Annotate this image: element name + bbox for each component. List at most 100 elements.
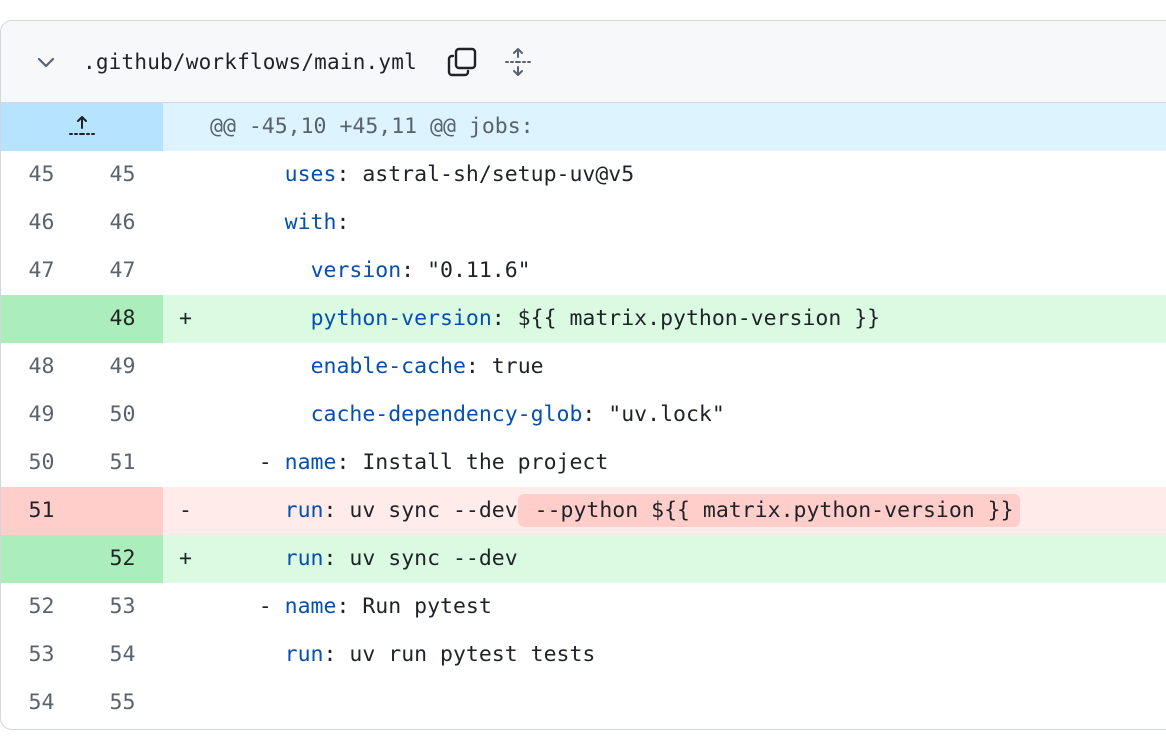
new-line-number[interactable]: 50: [109, 402, 136, 427]
yaml-value: uv sync --dev: [336, 498, 518, 523]
yaml-colon: :: [323, 546, 337, 571]
list-dash: -: [258, 594, 285, 619]
yaml-colon: :: [336, 210, 350, 235]
old-line-number[interactable]: 50: [28, 450, 55, 475]
old-line-number[interactable]: 51: [1, 487, 82, 535]
yaml-key: version: [310, 258, 402, 283]
copy-icon[interactable]: [445, 45, 479, 79]
diff-marker: [163, 583, 207, 631]
code-line: - name: Install the project: [207, 439, 1166, 487]
yaml-key: cache-dependency-glob: [310, 402, 583, 427]
code-indent: [207, 306, 311, 331]
diff-marker: [163, 199, 207, 247]
new-line-number[interactable]: 55: [109, 690, 136, 715]
diff-marker: [163, 151, 207, 199]
expand-up-icon[interactable]: [1, 103, 163, 151]
hunk-header-row: @@ -45,10 +45,11 @@ jobs:: [1, 103, 1166, 151]
diff-lines: 45 45 uses: astral-sh/setup-uv@v5 46 46 wit…: [1, 151, 1166, 727]
diff-marker: [163, 343, 207, 391]
diff-marker: [163, 247, 207, 295]
code-line: [207, 679, 1166, 727]
diff-line-deleted: 51 - run: uv sync --dev --python ${{ matr…: [1, 487, 1166, 535]
code-indent: [207, 546, 285, 571]
yaml-key: enable-cache: [310, 354, 466, 379]
diff-line-context: 45 45 uses: astral-sh/setup-uv@v5: [1, 151, 1166, 199]
yaml-key: name: [284, 450, 337, 475]
diff-marker: +: [179, 306, 192, 331]
diff-line-added: 52 + run: uv sync --dev: [1, 535, 1166, 583]
diff-line-context: 49 50 cache-dependency-glob: "uv.lock": [1, 391, 1166, 439]
yaml-colon: :: [336, 162, 350, 187]
unfold-icon[interactable]: [501, 45, 535, 79]
new-line-number[interactable]: 46: [109, 210, 136, 235]
code-indent: [207, 642, 285, 667]
file-path[interactable]: .github/workflows/main.yml: [83, 49, 417, 74]
yaml-colon: :: [336, 450, 350, 475]
code-line: version: "0.11.6": [207, 247, 1166, 295]
code-indent: [207, 258, 311, 283]
code-line: with:: [207, 199, 1166, 247]
code-line: python-version: ${{ matrix.python-versio…: [207, 295, 1166, 343]
yaml-value: uv run pytest tests: [336, 642, 596, 667]
hunk-header: @@ -45,10 +45,11 @@ jobs:: [210, 114, 534, 139]
old-line-number[interactable]: [1, 295, 82, 343]
code-line: enable-cache: true: [207, 343, 1166, 391]
yaml-key: run: [284, 642, 324, 667]
diff-marker: +: [179, 546, 192, 571]
yaml-colon: :: [582, 402, 596, 427]
old-line-number[interactable]: 54: [28, 690, 55, 715]
diff-table: @@ -45,10 +45,11 @@ jobs: 45 45 uses: ast…: [1, 103, 1166, 727]
old-line-number[interactable]: 52: [28, 594, 55, 619]
code-line: run: uv run pytest tests: [207, 631, 1166, 679]
code-indent: [207, 162, 285, 187]
yaml-colon: :: [491, 306, 505, 331]
old-line-number[interactable]: 47: [28, 258, 55, 283]
yaml-value: Run pytest: [349, 594, 492, 619]
yaml-value: uv sync --dev: [336, 546, 518, 571]
new-line-number[interactable]: 53: [109, 594, 136, 619]
new-line-number[interactable]: 48: [82, 295, 163, 343]
old-line-number[interactable]: [1, 535, 82, 583]
yaml-key: run: [284, 498, 324, 523]
yaml-colon: :: [323, 642, 337, 667]
yaml-value: "uv.lock": [595, 402, 725, 427]
yaml-key: with: [284, 210, 337, 235]
yaml-value: Install the project: [349, 450, 609, 475]
old-line-number[interactable]: 49: [28, 402, 55, 427]
yaml-key: name: [284, 594, 337, 619]
diff-line-context: 46 46 with:: [1, 199, 1166, 247]
yaml-value: ${{ matrix.python-version }}: [504, 306, 881, 331]
diff-line-context: 50 51 - name: Install the project: [1, 439, 1166, 487]
diff-marker: [163, 631, 207, 679]
new-line-number[interactable]: 54: [109, 642, 136, 667]
code-indent: [207, 450, 259, 475]
old-line-number[interactable]: 48: [28, 354, 55, 379]
diff-marker: [163, 679, 207, 727]
code-indent: [207, 354, 311, 379]
new-line-number[interactable]: 45: [109, 162, 136, 187]
diff-file: .github/workflows/main.yml @@ -45,1: [0, 20, 1166, 730]
old-line-number[interactable]: 45: [28, 162, 55, 187]
new-line-number[interactable]: 47: [109, 258, 136, 283]
diff-line-context: 48 49 enable-cache: true: [1, 343, 1166, 391]
yaml-colon: :: [465, 354, 479, 379]
diff-line-context: 54 55: [1, 679, 1166, 727]
new-line-number[interactable]: 51: [109, 450, 136, 475]
code-line: cache-dependency-glob: "uv.lock": [207, 391, 1166, 439]
diff-marker: -: [179, 498, 192, 523]
old-line-number[interactable]: 53: [28, 642, 55, 667]
new-line-number[interactable]: [82, 487, 163, 535]
code-line: uses: astral-sh/setup-uv@v5: [207, 151, 1166, 199]
chevron-down-icon[interactable]: [35, 51, 57, 73]
diff-line-context: 47 47 version: "0.11.6": [1, 247, 1166, 295]
code-indent: [207, 402, 311, 427]
new-line-number[interactable]: 52: [82, 535, 163, 583]
yaml-key: run: [284, 546, 324, 571]
new-line-number[interactable]: 49: [109, 354, 136, 379]
diff-line-context: 53 54 run: uv run pytest tests: [1, 631, 1166, 679]
code-line: run: uv sync --dev --python ${{ matrix.p…: [207, 487, 1166, 535]
diff-marker: [163, 439, 207, 487]
code-line: run: uv sync --dev: [207, 535, 1166, 583]
old-line-number[interactable]: 46: [28, 210, 55, 235]
